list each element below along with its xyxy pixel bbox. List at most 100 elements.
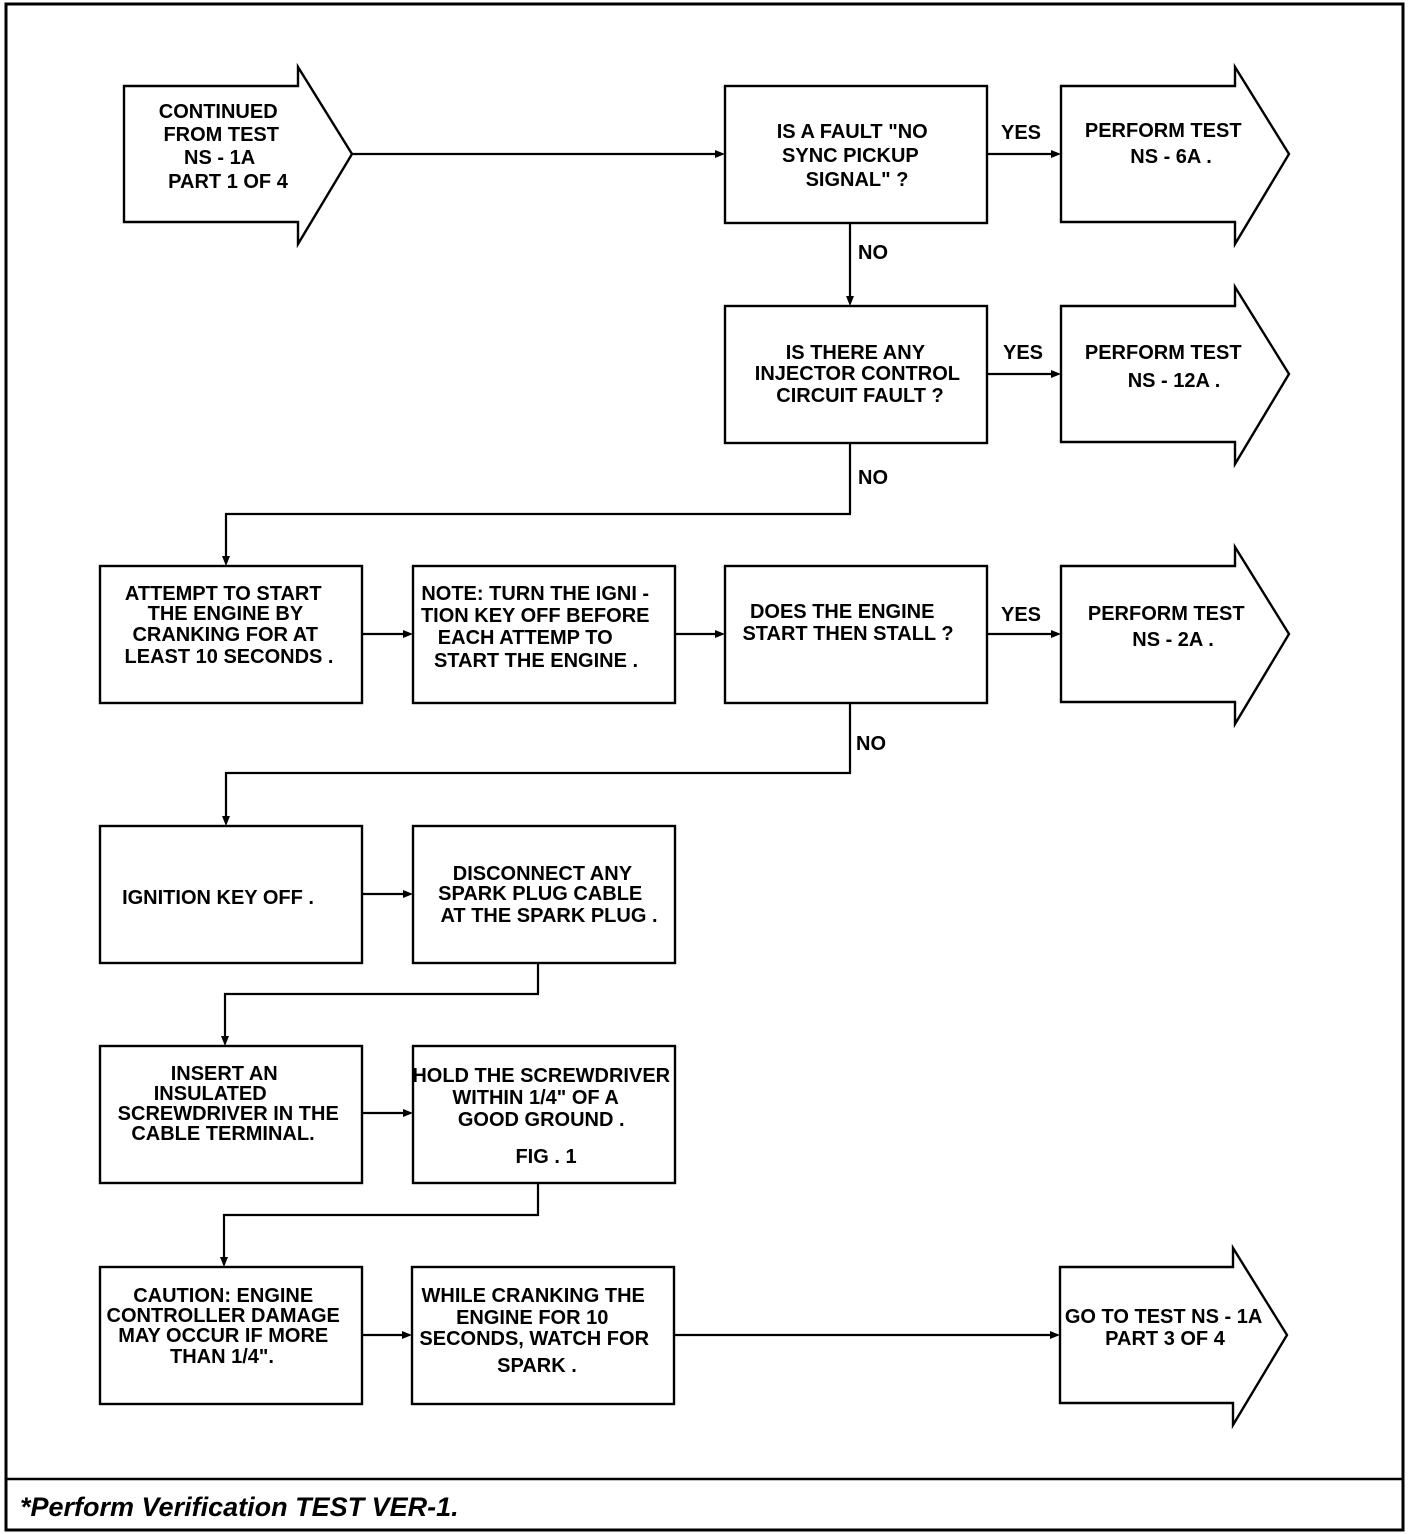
note-ignition-line: NOTE: TURN THE IGNI -	[421, 583, 649, 605]
perform-ns12a-text: PERFORM TEST NS - 12A .	[1085, 342, 1247, 392]
start-arrow-shape	[122, 62, 354, 249]
insert-screwdriver-box	[98, 1044, 364, 1185]
insert-screwdriver-line: INSERT AN	[171, 1063, 278, 1085]
connector-sync-yes	[987, 150, 1061, 158]
caution-text: CAUTION: ENGINE CONTROLLER DAMAGE MAY OC…	[107, 1285, 346, 1368]
q-sync-line: IS A FAULT "NO	[777, 121, 928, 143]
connector-insert-to-hold	[362, 1109, 413, 1117]
perform-ns6a-arrow-shape	[1059, 62, 1291, 249]
insert-screwdriver-line: CABLE TERMINAL.	[131, 1123, 314, 1145]
disconnect-cable-line: AT THE SPARK PLUG .	[440, 905, 657, 927]
hold-screwdriver-line: HOLD THE SCREWDRIVER	[412, 1065, 670, 1087]
q-injector-line: CIRCUIT FAULT ?	[776, 385, 943, 407]
edge-label-injector-no: NO	[858, 467, 888, 489]
q-stall-box	[723, 564, 989, 705]
edge-label-injector-yes: YES	[1003, 342, 1043, 364]
connector-injector-yes	[987, 370, 1061, 378]
caution-line: MAY OCCUR IF MORE	[118, 1325, 328, 1347]
connector-disconnect-to-insert	[221, 963, 540, 1046]
note-ignition-text: NOTE: TURN THE IGNI - TION KEY OFF BEFOR…	[421, 583, 655, 672]
hold-screwdriver-line: GOOD GROUND .	[458, 1109, 625, 1131]
connector-start-to-sync	[352, 150, 725, 158]
note-ignition-box	[411, 564, 677, 705]
q-sync-box	[723, 84, 989, 225]
connector-caution-to-watch	[362, 1331, 412, 1339]
perform-ns6a-line: PERFORM TEST	[1085, 120, 1242, 142]
q-injector-box	[723, 304, 989, 445]
disconnect-cable-box	[411, 824, 677, 965]
perform-ns12a-arrow-shape	[1059, 282, 1291, 469]
start-line: PART 1 OF 4	[168, 171, 289, 193]
attempt-start-line: LEAST 10 SECONDS .	[125, 646, 334, 668]
perform-ns6a-text: PERFORM TEST NS - 6A .	[1085, 120, 1247, 168]
attempt-start-text: ATTEMPT TO START THE ENGINE BY CRANKING …	[125, 583, 334, 668]
disconnect-cable-line: SPARK PLUG CABLE	[438, 883, 642, 905]
ignition-off-text: IGNITION KEY OFF .	[122, 887, 314, 909]
note-ignition-line: TION KEY OFF BEFORE	[421, 605, 650, 627]
watch-spark-line: SPARK .	[497, 1355, 577, 1377]
connector-note-to-stall	[675, 630, 725, 638]
connector-attempt-to-note	[362, 630, 413, 638]
perform-ns12a-line: NS - 12A .	[1128, 370, 1221, 392]
connector-watch-to-goto	[674, 1331, 1060, 1339]
hold-screwdriver-text: HOLD THE SCREWDRIVER WITHIN 1/4" OF A GO…	[412, 1065, 675, 1168]
attempt-start-line: ATTEMPT TO START	[125, 583, 322, 605]
attempt-start-line: THE ENGINE BY	[148, 603, 304, 625]
start-line: NS - 1A	[184, 147, 255, 169]
watch-spark-text: WHILE CRANKING THE ENGINE FOR 10 SECONDS…	[419, 1285, 654, 1377]
insert-screwdriver-line: INSULATED	[154, 1083, 267, 1105]
page-border	[4, 2, 1405, 1532]
caution-box	[98, 1265, 364, 1406]
edge-label-sync-no: NO	[858, 242, 888, 264]
q-injector-text: IS THERE ANY INJECTOR CONTROL CIRCUIT FA…	[755, 342, 965, 407]
insert-screwdriver-line: SCREWDRIVER IN THE	[118, 1103, 339, 1125]
footnote-text: *Perform Verification TEST VER-1.	[20, 1492, 459, 1522]
q-stall-line: START THEN STALL ?	[742, 623, 953, 645]
ignition-off-box	[98, 824, 364, 965]
insert-screwdriver-text: INSERT AN INSULATED SCREWDRIVER IN THE C…	[118, 1063, 345, 1145]
caution-line: THAN 1/4".	[170, 1346, 274, 1368]
connector-hold-to-caution	[220, 1183, 540, 1267]
caution-line: CONTROLLER DAMAGE	[107, 1305, 340, 1327]
watch-spark-line: ENGINE FOR 10	[456, 1307, 608, 1329]
hold-screwdriver-line: WITHIN 1/4" OF A	[452, 1087, 618, 1109]
q-sync-line: SYNC PICKUP	[782, 145, 918, 167]
edge-label-stall-no: NO	[856, 733, 886, 755]
watch-spark-line: WHILE CRANKING THE	[422, 1285, 645, 1307]
edge-label-sync-yes: YES	[1001, 122, 1041, 144]
q-sync-line: SIGNAL" ?	[806, 169, 909, 191]
disconnect-cable-line: DISCONNECT ANY	[453, 863, 633, 885]
start-line: CONTINUED	[159, 101, 278, 123]
goto-part3-text: GO TO TEST NS - 1A PART 3 OF 4	[1065, 1306, 1267, 1350]
connector-sync-no	[846, 223, 854, 306]
disconnect-cable-text: DISCONNECT ANY SPARK PLUG CABLE AT THE S…	[438, 863, 657, 927]
attempt-start-box	[98, 564, 364, 705]
perform-ns2a-text: PERFORM TEST NS - 2A .	[1088, 603, 1250, 651]
hold-screwdriver-line: FIG . 1	[515, 1146, 576, 1168]
connector-ignition-to-disconnect	[362, 890, 413, 898]
goto-part3-line: GO TO TEST NS - 1A	[1065, 1306, 1262, 1328]
note-ignition-line: EACH ATTEMP TO	[438, 627, 613, 649]
q-injector-line: IS THERE ANY	[786, 342, 926, 364]
goto-part3-arrow-shape	[1058, 1243, 1289, 1430]
hold-screwdriver-box	[411, 1044, 677, 1185]
perform-ns2a-line: PERFORM TEST	[1088, 603, 1245, 625]
watch-spark-box	[410, 1265, 676, 1406]
ignition-off-line: IGNITION KEY OFF .	[122, 887, 314, 909]
attempt-start-line: CRANKING FOR AT	[132, 624, 318, 646]
start-line: FROM TEST	[163, 124, 279, 146]
perform-ns2a-line: NS - 2A .	[1132, 629, 1214, 651]
caution-line: CAUTION: ENGINE	[133, 1285, 313, 1307]
start-text: CONTINUED FROM TEST NS - 1A PART 1 OF 4	[159, 101, 289, 193]
note-ignition-line: START THE ENGINE .	[434, 650, 638, 672]
watch-spark-line: SECONDS, WATCH FOR	[419, 1328, 649, 1350]
connector-stall-yes	[987, 630, 1061, 638]
q-stall-line: DOES THE ENGINE	[750, 601, 934, 623]
q-injector-line: INJECTOR CONTROL	[755, 363, 960, 385]
perform-ns6a-line: NS - 6A .	[1130, 146, 1212, 168]
perform-ns12a-line: PERFORM TEST	[1085, 342, 1242, 364]
q-sync-text: IS A FAULT "NO SYNC PICKUP SIGNAL" ?	[777, 121, 934, 191]
connector-injector-no	[222, 443, 852, 566]
q-stall-text: DOES THE ENGINE START THEN STALL ?	[742, 601, 953, 645]
